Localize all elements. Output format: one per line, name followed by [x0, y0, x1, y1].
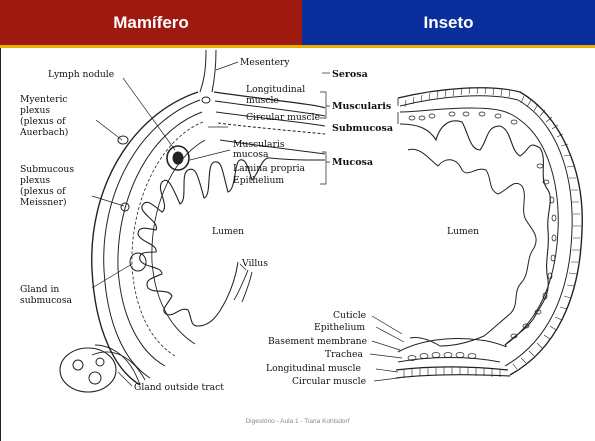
- label-muscularis: Muscularis: [332, 101, 391, 112]
- label-longitudinal-muscle-insect: Longitudinal muscle: [266, 363, 361, 374]
- slide-footer: Digestório - Aula 1 - Tiana Kohlsdorf: [0, 418, 595, 425]
- label-muscularis-mucosa-2: mucosa: [233, 149, 269, 160]
- label-trachea: Trachea: [325, 349, 363, 360]
- label-lamina-propria: Lamina propria: [233, 163, 306, 174]
- mesentery-line: [200, 50, 206, 92]
- label-gland-submucosa-1: Gland in: [20, 284, 59, 295]
- label-basement-membrane: Basement membrane: [268, 336, 367, 347]
- label-epithelium-insect: Epithelium: [314, 322, 365, 333]
- label-mucosa: Mucosa: [332, 157, 373, 168]
- label-lymph-nodule: Lymph nodule: [48, 69, 114, 80]
- label-lumen-insect: Lumen: [447, 226, 479, 237]
- label-myenteric-4: Auerbach): [19, 127, 68, 138]
- serosa-outline: [92, 92, 198, 385]
- label-submucous-3: (plexus of: [20, 186, 66, 197]
- label-villus: Villus: [241, 258, 268, 269]
- label-myenteric-2: plexus: [20, 105, 50, 116]
- label-submucosa: Submucosa: [332, 123, 393, 134]
- label-epithelium: Epithelium: [233, 175, 284, 186]
- label-mesentery: Mesentery: [240, 57, 290, 68]
- label-lumen-mammal: Lumen: [212, 226, 244, 237]
- label-circular-muscle: Circular muscle: [246, 112, 320, 123]
- gland-outside-tract: [60, 348, 116, 392]
- mucosa-villi: [138, 158, 325, 326]
- gland-in-submucosa: [130, 253, 146, 271]
- label-myenteric-1: Myenteric: [20, 94, 68, 105]
- insect-lumen-border: [408, 149, 536, 346]
- label-submucous-1: Submucous: [20, 164, 74, 175]
- label-longitudinal-muscle-1: Longitudinal: [246, 84, 305, 95]
- label-longitudinal-muscle-2: muscle: [246, 95, 279, 106]
- label-submucous-4: Meissner): [20, 197, 67, 208]
- label-submucous-2: plexus: [20, 175, 50, 186]
- label-gland-submucosa-2: submucosa: [20, 295, 73, 306]
- insect-labels: Lumen Cuticle Epithelium Basement membra…: [266, 226, 479, 387]
- label-gland-outside-tract: Gland outside tract: [134, 382, 224, 393]
- label-cuticle: Cuticle: [333, 310, 366, 321]
- label-circular-muscle-insect: Circular muscle: [292, 376, 366, 387]
- label-myenteric-3: (plexus of: [20, 116, 66, 127]
- insect-muscle-hatching: [405, 87, 581, 369]
- label-serosa: Serosa: [332, 69, 368, 80]
